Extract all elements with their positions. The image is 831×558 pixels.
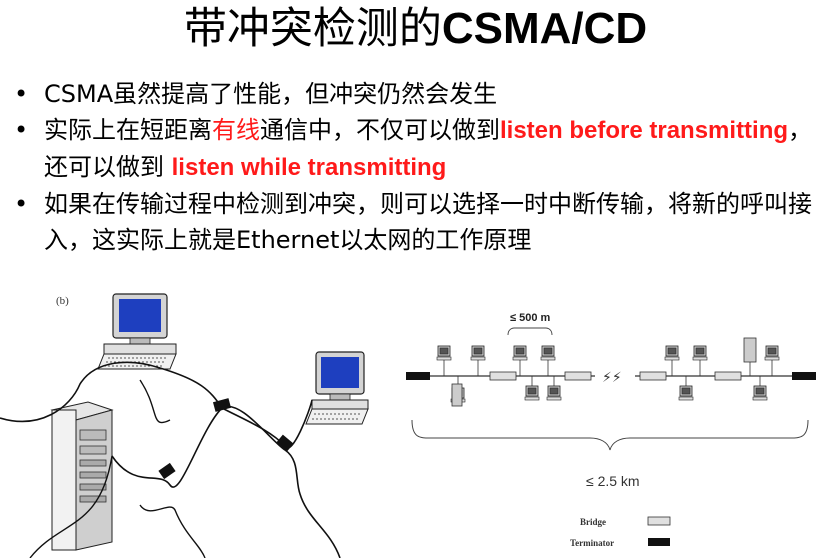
slide-title-chinese: 带冲突检测的 xyxy=(183,4,442,54)
bridge-icon xyxy=(639,371,667,381)
cable-connector-icon xyxy=(158,398,294,480)
bullet-2-listen-before-transmitting: listen before transmitting xyxy=(500,117,789,144)
bullet-2-listen-while-transmitting: listen while transmitting xyxy=(171,154,447,181)
legend-bridge-label: Bridge xyxy=(580,517,606,527)
bullet-2-part3: 通信中，不仅可以做到 xyxy=(260,116,500,144)
coax-cable xyxy=(0,361,341,558)
computer-top-icon xyxy=(97,293,177,370)
bullet-2-part5: ，还可以做到 xyxy=(44,116,813,181)
legend-bridge-swatch xyxy=(647,516,671,526)
figure-label-b: (b) xyxy=(56,295,69,307)
bridge-icon xyxy=(489,371,517,381)
bullet-dot: • xyxy=(14,116,29,144)
bullet-list: • CSMA虽然提高了性能，但冲突仍然会发生 • 实际上在短距离有线通信中，不仅… xyxy=(14,76,824,258)
segment-length-label: ≤ 500 m xyxy=(510,312,551,324)
station-icons xyxy=(436,337,780,407)
ethernet-topology-diagram: ≤ 500 m ⚡⚡ ≤ 2.5 km Bridge Terminator xyxy=(406,312,816,548)
terminator-left-icon xyxy=(406,372,430,380)
bridge-icon xyxy=(564,371,592,381)
bullet-item-2: • 实际上在短距离有线通信中，不仅可以做到listen before trans… xyxy=(14,112,824,186)
bullet-item-3: • 如果在传输过程中检测到冲突，则可以选择一时中断传输，将新的呼叫接入，这实际上… xyxy=(14,186,824,258)
legend-terminator-swatch xyxy=(648,538,670,546)
legend: Bridge Terminator xyxy=(570,516,671,548)
computer-right-icon xyxy=(305,351,369,425)
server-tower-icon xyxy=(50,401,114,551)
total-length-brace xyxy=(411,419,809,451)
bullet-item-1: • CSMA虽然提高了性能，但冲突仍然会发生 xyxy=(14,76,824,112)
bullet-text-3: 如果在传输过程中检测到冲突，则可以选择一时中断传输，将新的呼叫接入，这实际上就是… xyxy=(44,190,812,254)
terminator-right-icon xyxy=(792,372,816,380)
slide-title-latin: CSMA/CD xyxy=(441,4,648,53)
bullet-dot: • xyxy=(14,190,29,218)
bullet-2-part1: 实际上在短距离 xyxy=(44,116,212,144)
bullet-dot: • xyxy=(14,80,29,108)
slide-title: 带冲突检测的CSMA/CD xyxy=(0,2,831,56)
bullet-text-1: CSMA虽然提高了性能，但冲突仍然会发生 xyxy=(44,80,498,108)
legend-terminator-label: Terminator xyxy=(570,538,614,548)
bullet-2-highlight-wired: 有线 xyxy=(212,116,260,144)
total-length-label: ≤ 2.5 km xyxy=(586,473,640,489)
bridge-icon xyxy=(714,371,742,381)
ethernet-cable-illustration: (b) xyxy=(0,293,369,558)
break-mark-icon: ⚡⚡ xyxy=(602,370,622,386)
